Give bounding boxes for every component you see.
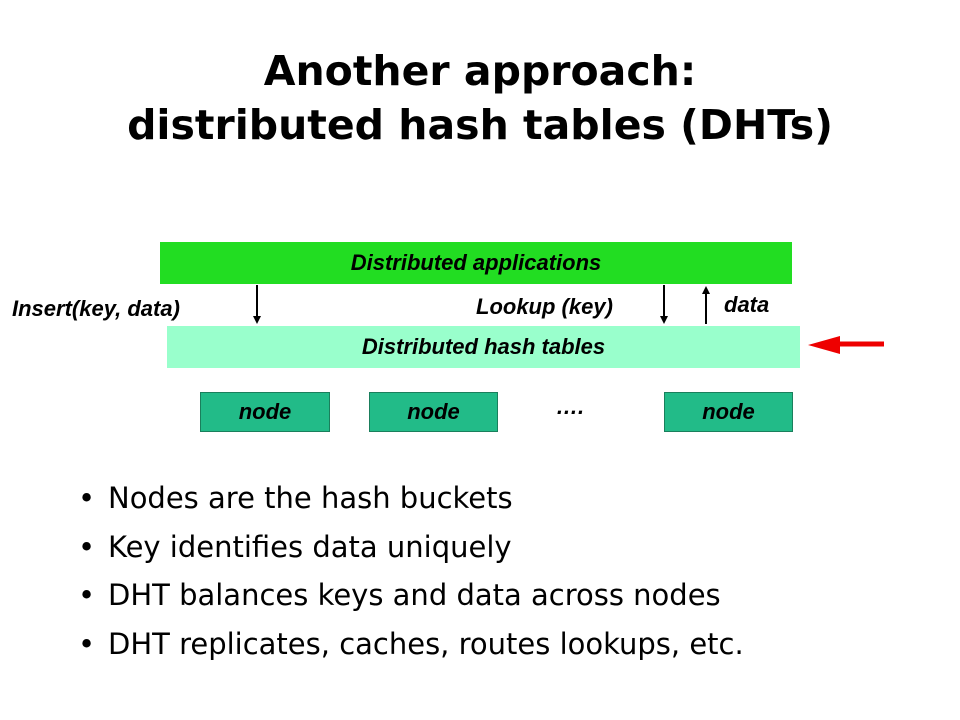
- bullet-item-4: •DHT replicates, caches, routes lookups,…: [78, 626, 744, 661]
- distributed-applications-box: Distributed applications: [160, 242, 792, 284]
- distributed-hash-tables-label: Distributed hash tables: [361, 334, 606, 359]
- red-pointer-arrow-icon: [808, 336, 884, 354]
- distributed-applications-label: Distributed applications: [350, 250, 602, 275]
- node-box-1: node: [200, 392, 330, 432]
- slide-title: Another approach: distributed hash table…: [0, 44, 960, 152]
- ellipsis: ….: [556, 394, 585, 419]
- node-box-2: node: [369, 392, 498, 432]
- lookup-label: Lookup (key): [476, 294, 613, 319]
- insert-label: Insert(key, data): [12, 296, 180, 321]
- distributed-hash-tables-box: Distributed hash tables: [167, 326, 800, 368]
- bullet-list: •Nodes are the hash buckets •Key identif…: [78, 478, 938, 672]
- bullet-item-3: •DHT balances keys and data across nodes: [78, 578, 721, 612]
- title-line-1: Another approach:: [263, 47, 697, 95]
- title-line-2: distributed hash tables (DHTs): [127, 101, 833, 149]
- node-box-3: node: [664, 392, 793, 432]
- node-label-1: node: [238, 399, 292, 424]
- node-label-3: node: [702, 399, 755, 424]
- bullet-item-2: •Key identifies data uniquely: [78, 529, 512, 564]
- data-label: data: [724, 292, 770, 317]
- node-label-2: node: [407, 399, 460, 424]
- bullet-item-1: •Nodes are the hash buckets: [78, 481, 513, 515]
